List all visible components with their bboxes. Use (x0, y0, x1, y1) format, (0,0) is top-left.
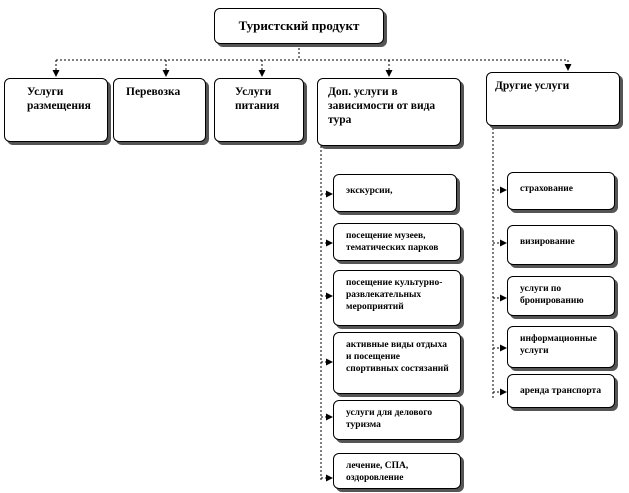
additional-service-item: услуги для делового туризма (333, 400, 461, 440)
category-label: Доп. услуги в зависимости от вида тура (328, 86, 436, 126)
category-other-services: Другие услуги (486, 72, 620, 126)
root-node: Туристский продукт (214, 8, 384, 44)
additional-service-item: активные виды отдыха и посещение спортив… (333, 332, 461, 394)
additional-service-item: посещение культурно-развлекательных меро… (333, 270, 461, 326)
category-transport: Перевозка (113, 78, 206, 142)
other-service-item: услуги по бронированию (507, 276, 615, 316)
additional-service-item: лечение, СПА, оздоровление (333, 453, 461, 489)
category-label: Перевозка (126, 86, 181, 98)
category-catering: Услуги питания (214, 78, 304, 142)
category-additional-services: Доп. услуги в зависимости от вида тура (317, 78, 461, 146)
other-service-item: визирование (507, 225, 615, 265)
other-service-item: страхование (507, 172, 615, 210)
category-accommodation: Услуги размещения (4, 78, 108, 142)
root-label: Туристский продукт (238, 18, 360, 33)
other-service-item: аренда транспорта (507, 374, 615, 408)
category-label: Услуги размещения (27, 86, 91, 112)
category-label: Услуги питания (235, 86, 280, 112)
additional-service-item: экскурсии, (333, 174, 457, 212)
category-label: Другие услуги (495, 80, 570, 92)
additional-service-item: посещение музеев, тематических парков (333, 223, 461, 261)
other-service-item: информационные услуги (507, 326, 615, 368)
